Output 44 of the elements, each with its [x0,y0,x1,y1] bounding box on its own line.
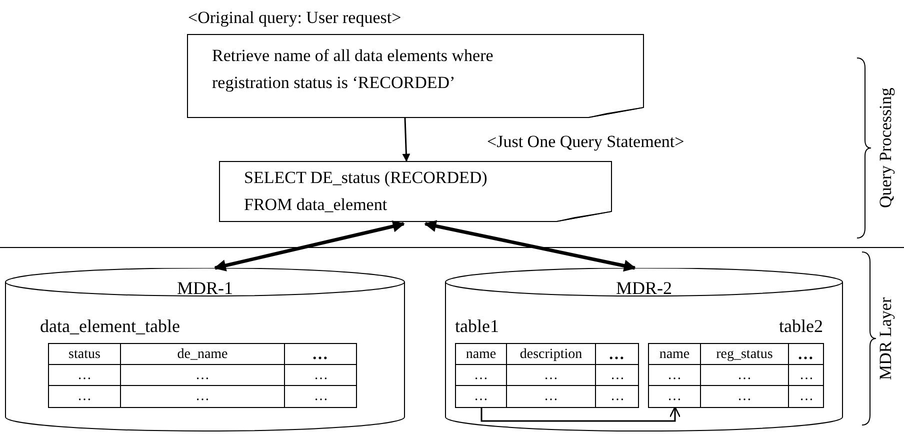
table-cell: … [701,386,789,407]
table-cell: … [701,365,789,386]
table-cell: … [789,344,824,365]
annotation-text: <Just One Query Statement> [487,131,684,153]
table-cell: … [285,365,357,386]
arrow [424,220,636,272]
table-cell-text: … [610,388,626,406]
table-cell: … [507,386,596,407]
table-title: data_element_table [40,315,181,338]
table-cell-text: … [313,388,329,406]
table-cell: de_name [121,344,285,365]
arrow [480,406,681,422]
layer-label: MDR Layer [876,296,896,382]
table-cell: description [507,344,596,365]
table-cell: reg_status [701,344,789,365]
note-box: Retrieve name of all data elements where registration status is ‘RECORDED’ [187,34,644,118]
query-box: SELECT DE_status (RECORDED) FROM data_element [219,161,612,222]
table-cell: … [121,386,285,407]
database-cylinder [445,268,843,432]
arrow [214,220,405,272]
table-cell: … [596,344,639,365]
table-cell: … [456,365,507,386]
table-cell: name [456,344,507,365]
database-cylinder [5,268,405,432]
table-cell: … [121,365,285,386]
table-cell: … [49,365,121,386]
annotation-text: <Original query: User request> [188,7,402,29]
database-title: MDR-2 [614,277,673,299]
table-title: table2 [778,315,823,338]
table-cell: … [456,386,507,407]
table-cell: … [649,386,701,407]
table-cell: … [507,365,596,386]
table-title: table1 [455,315,500,338]
database-title: MDR-1 [176,277,234,299]
table-cell: … [285,344,357,365]
arrow [402,118,410,162]
table-cell: … [596,365,639,386]
table-cell: … [789,365,824,386]
table-cell: … [649,365,701,386]
table-cell: name [649,344,701,365]
table-cell: status [49,344,121,365]
table-cell-text: … [798,388,814,406]
table-cell: … [49,386,121,407]
layer-label: Query Processing [876,88,896,208]
